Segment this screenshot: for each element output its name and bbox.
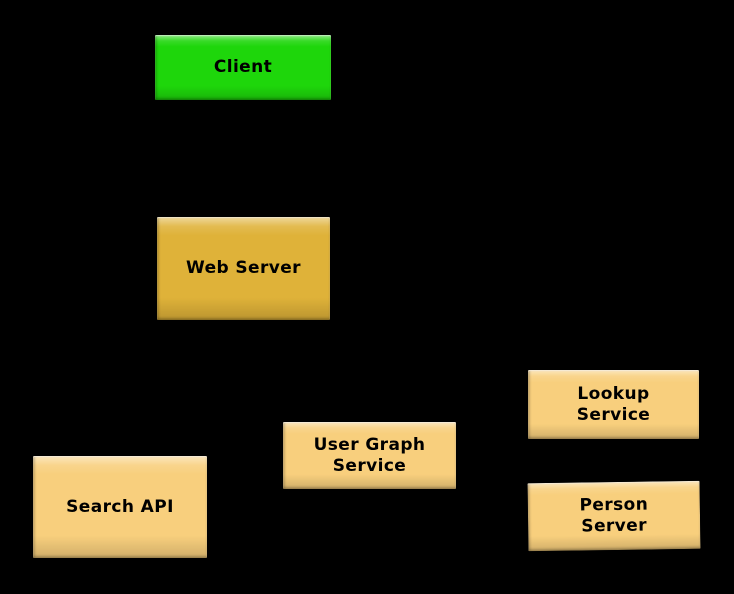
node-lookup-service-label: Lookup Service — [576, 383, 651, 425]
node-user-graph-service[interactable]: User Graph Service — [283, 422, 456, 489]
node-web-server-label: Web Server — [186, 258, 301, 278]
node-search-api[interactable]: Search API — [33, 456, 207, 558]
node-client-label: Client — [213, 57, 273, 77]
node-person-server[interactable]: Person Server — [527, 480, 701, 552]
node-user-graph-service-label: User Graph Service — [313, 434, 426, 476]
node-lookup-service[interactable]: Lookup Service — [528, 370, 699, 439]
node-web-server[interactable]: Web Server — [157, 217, 330, 320]
node-search-api-label: Search API — [66, 496, 174, 517]
node-client[interactable]: Client — [155, 35, 331, 100]
node-person-server-label: Person Server — [579, 494, 649, 537]
